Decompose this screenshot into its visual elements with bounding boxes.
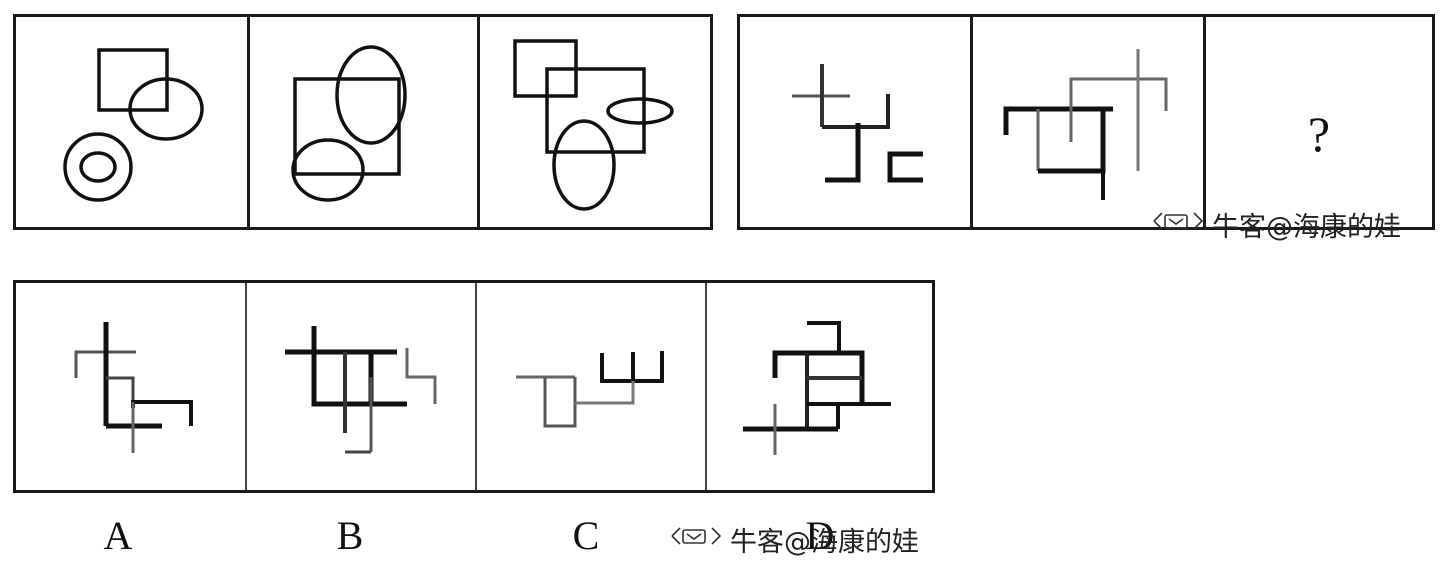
watermark-bottom: 牛客@海康的娃 <box>668 520 919 559</box>
watermark-top-text: 牛客@海康的娃 <box>1212 212 1401 243</box>
sequence-group-1 <box>13 14 713 230</box>
nowcoder-logo-icon <box>668 523 724 556</box>
figure-2-2 <box>973 17 1206 227</box>
option-d-label: D <box>805 513 835 558</box>
option-a-figure[interactable] <box>16 283 247 490</box>
option-c-label: C <box>572 513 600 558</box>
figure-2-1-drawing <box>792 64 923 183</box>
option-d-figure[interactable] <box>707 283 932 490</box>
option-c-drawing <box>516 351 664 428</box>
option-b-label: B <box>336 513 364 558</box>
figure-1-2 <box>250 17 480 227</box>
figure-1-3-drawing <box>513 39 674 211</box>
watermark-bottom-text: 牛客@海康的娃 <box>730 527 919 558</box>
figure-1-1 <box>16 17 250 227</box>
option-c-figure[interactable] <box>477 283 707 490</box>
question-mark: ? <box>1307 106 1331 162</box>
option-b-figure[interactable] <box>247 283 477 490</box>
figure-2-3-unknown: ? <box>1206 17 1432 227</box>
watermark-top: 牛客@海康的娃 <box>1150 205 1401 244</box>
option-a-label: A <box>103 513 133 558</box>
option-a-drawing <box>74 322 193 453</box>
options-group <box>13 280 935 493</box>
option-d-drawing <box>743 321 891 455</box>
figure-2-2-drawing <box>1003 49 1168 200</box>
figure-1-1-drawing <box>63 48 204 202</box>
figure-2-1 <box>740 17 973 227</box>
figure-1-2-drawing <box>291 45 407 202</box>
figure-1-3 <box>480 17 710 227</box>
option-b-drawing <box>285 326 437 454</box>
nowcoder-logo-icon <box>1150 208 1206 241</box>
sequence-group-2: ? <box>737 14 1435 230</box>
